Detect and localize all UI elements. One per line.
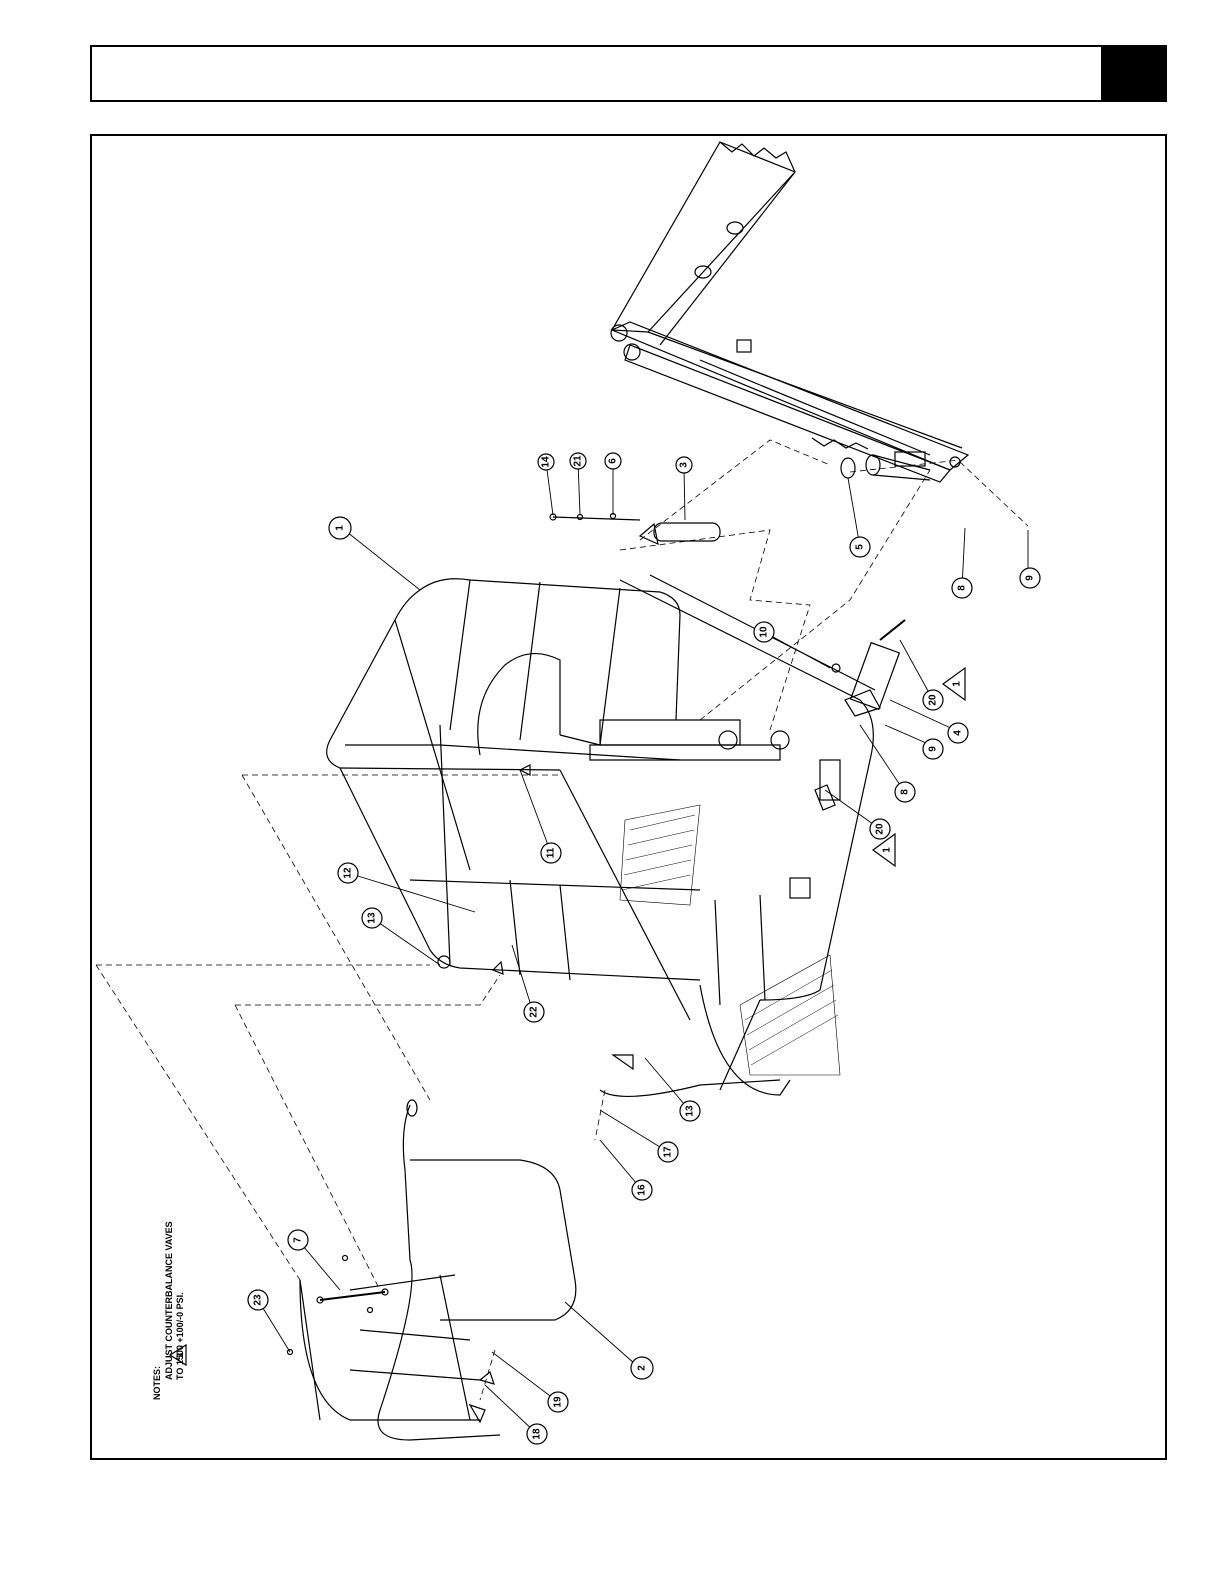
callout-14: 14 (538, 454, 554, 470)
svg-text:1: 1 (952, 681, 963, 687)
callout-19: 19 (548, 1392, 568, 1412)
svg-text:14: 14 (541, 456, 552, 468)
pin-part-5 (841, 455, 930, 480)
svg-text:8: 8 (900, 789, 911, 795)
svg-text:17: 17 (663, 1146, 674, 1158)
svg-text:18: 18 (532, 1428, 543, 1440)
callout-23: 23 (248, 1290, 268, 1310)
callout-4: 4 (948, 723, 968, 743)
leader-lines (258, 461, 1028, 1434)
callout-13-left: 13 (362, 908, 382, 928)
svg-text:22: 22 (529, 1006, 540, 1018)
callout-20-lower: 20 (870, 819, 890, 839)
callout-13-right: 13 (680, 1101, 700, 1121)
callout-20-upper: 20 (923, 690, 943, 710)
svg-text:10: 10 (759, 626, 770, 638)
svg-text:1: 1 (882, 847, 893, 853)
svg-text:2: 2 (637, 1365, 648, 1371)
callout-9-upper: 9 (1020, 568, 1040, 588)
callout-16: 16 (632, 1180, 652, 1200)
note-flag-upper: 1 (943, 668, 965, 700)
svg-text:9: 9 (928, 746, 939, 752)
notes-block: NOTES: ADJUST COUNTERBALANCE VAVES TO 15… (152, 1221, 185, 1400)
notes-title: NOTES: (152, 1366, 162, 1400)
callout-21: 21 (570, 453, 586, 469)
svg-text:16: 16 (637, 1184, 648, 1196)
callout-1: 1 (329, 517, 351, 539)
callout-8-lower: 8 (895, 782, 915, 802)
callout-22: 22 (524, 1002, 544, 1022)
svg-text:5: 5 (855, 544, 866, 550)
svg-text:8: 8 (957, 585, 968, 591)
svg-text:21: 21 (573, 455, 584, 467)
callout-2: 2 (631, 1357, 653, 1379)
callout-17: 17 (658, 1142, 678, 1162)
callout-11: 11 (541, 843, 561, 863)
callout-12: 12 (338, 863, 358, 883)
gate-assembly (300, 1100, 576, 1440)
platform-basket (327, 575, 875, 1096)
callout-9-lower: 9 (923, 739, 943, 759)
spring-part-7 (288, 1256, 389, 1355)
svg-text:9: 9 (1025, 575, 1036, 581)
svg-text:12: 12 (343, 867, 354, 879)
callout-6: 6 (605, 453, 621, 469)
callout-7: 7 (288, 1230, 308, 1250)
svg-text:3: 3 (679, 462, 690, 468)
svg-text:20: 20 (928, 694, 939, 706)
svg-text:4: 4 (953, 730, 964, 736)
notes-line-2: TO 1500 +100/-0 PSI. (175, 1292, 185, 1380)
pin-part-3 (550, 514, 720, 545)
svg-text:13: 13 (685, 1105, 696, 1117)
notes-line-1: ADJUST COUNTERBALANCE VAVES (164, 1221, 174, 1380)
callout-18: 18 (527, 1424, 547, 1444)
svg-text:7: 7 (293, 1237, 304, 1243)
svg-text:11: 11 (546, 847, 557, 858)
svg-text:1: 1 (335, 525, 346, 531)
svg-text:6: 6 (608, 458, 619, 464)
assembly-dashed-lines (96, 440, 1028, 1400)
callout-10: 10 (754, 622, 774, 642)
svg-text:23: 23 (253, 1294, 264, 1306)
callout-5: 5 (850, 537, 870, 557)
cylinder-part-4 (815, 620, 905, 810)
svg-text:13: 13 (367, 912, 378, 924)
callout-8-upper: 8 (952, 578, 972, 598)
boom-arm (611, 142, 968, 482)
svg-text:20: 20 (875, 823, 886, 835)
callout-3: 3 (676, 457, 692, 473)
svg-text:19: 19 (553, 1396, 564, 1408)
